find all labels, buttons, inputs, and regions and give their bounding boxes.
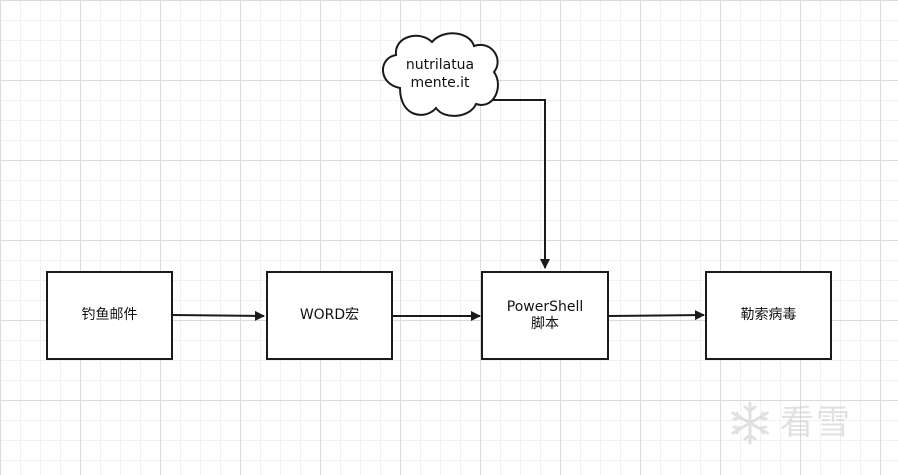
node-phishing-email-label: 钓鱼邮件	[81, 307, 138, 323]
snowflake-icon	[731, 401, 769, 445]
node-ransomware[interactable]: 勒索病毒	[705, 271, 832, 360]
node-powershell-line2: 脚本	[531, 315, 559, 332]
watermark-text: 看雪	[780, 403, 852, 443]
cloud-domain-text[interactable]: nutrilatua mente.it	[389, 56, 491, 92]
cloud-shape	[382, 32, 499, 117]
node-word-macro[interactable]: WORD宏	[266, 271, 393, 360]
cloud-domain-line2: mente.it	[410, 75, 470, 91]
node-ransomware-label: 勒索病毒	[740, 307, 797, 323]
edge-phishing-to-word-macro	[171, 310, 265, 321]
node-powershell-script[interactable]: PowerShell 脚本	[481, 271, 609, 360]
node-phishing-email[interactable]: 钓鱼邮件	[46, 271, 173, 360]
watermark: 看雪	[726, 398, 884, 448]
edge-cloud-to-powershell	[492, 99, 550, 269]
node-word-macro-label: WORD宏	[299, 307, 360, 323]
cloud-domain-line1: nutrilatua	[405, 57, 475, 73]
edge-powershell-to-ransomware	[607, 310, 705, 321]
node-powershell-line1: PowerShell	[506, 298, 584, 315]
